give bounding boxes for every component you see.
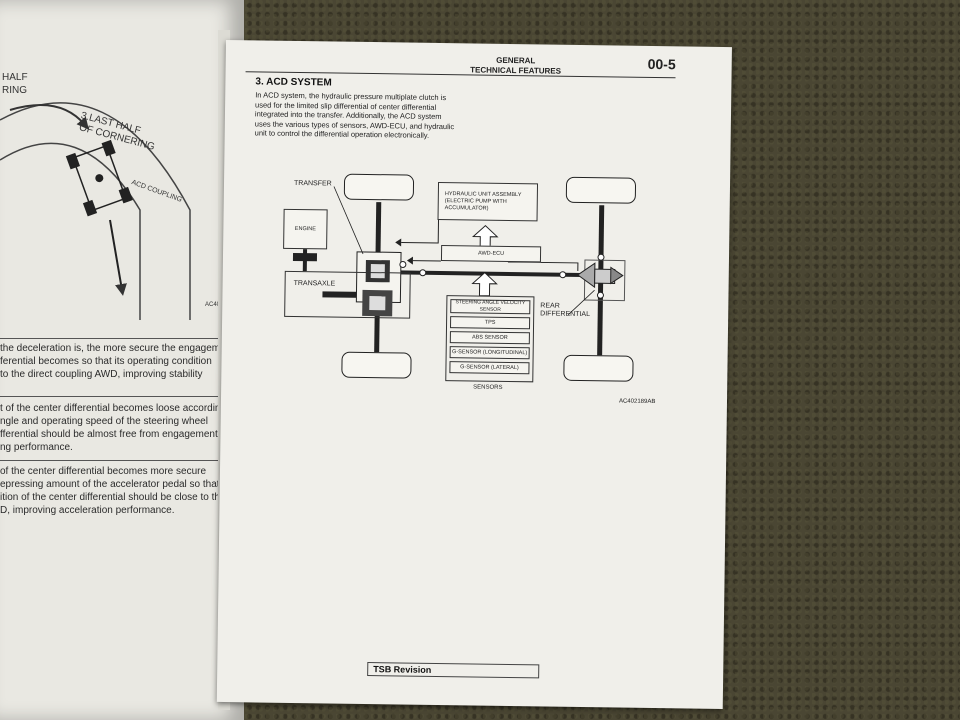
transfer-label: TRANSFER [293,179,332,188]
left-line: epressing amount of the accelerator peda… [0,479,220,490]
left-line: D, improving acceleration performance. [0,505,175,516]
left-label-1: HALF [2,72,28,83]
rear-left-wheel [565,176,637,204]
sensor-g-longitudinal: G-SENSOR (LONGITUDINAL) [449,346,530,360]
sensor-steering-angle: STEERING ANGLE VELOCITY SENSOR [450,299,531,315]
right-page: GENERAL TECHNICAL FEATURES 00-5 3. ACD S… [216,40,732,710]
left-line: to the direct coupling AWD, improving st… [0,369,203,380]
left-line: t of the center differential becomes loo… [0,403,227,414]
sensor-g-lateral: G-SENSOR (LATERAL) [449,361,530,375]
sensor-abs: ABS SENSOR [449,331,530,345]
left-label-2: RING [2,85,27,96]
sensors-label: SENSORS [473,384,503,391]
hydraulic-unit-box: HYDRAULIC UNIT ASSEMBLY (ELECTRIC PUMP W… [437,181,539,222]
left-line: fferential should be almost free from en… [0,429,218,440]
engine-box: ENGINE [283,208,328,250]
left-paragraph-2: t of the center differential becomes loo… [0,402,236,454]
left-figure-code: AC402... [205,302,229,308]
left-paragraph-1: the deceleration is, the more secure the… [0,342,236,381]
figure-code: AC402189AB [618,398,656,406]
front-left-wheel [343,173,415,201]
left-line: the deceleration is, the more secure the… [0,343,235,354]
left-line: ngle and operating speed of the steering… [0,416,208,427]
front-right-wheel [341,351,412,379]
tsb-revision-box: TSB Revision [367,662,540,679]
transaxle-box: TRANSAXLE [284,270,411,319]
left-line: ition of the center differential should … [0,492,226,503]
rear-right-wheel [563,354,634,382]
left-line: ferential becomes so that its operating … [0,356,212,367]
left-page: HALF RING 3.LAST HALF OF CORNERING ACD C… [0,0,244,720]
awd-ecu-box: AWD-ECU [440,245,542,263]
rear-differential-label: REAR DIFFERENTIAL [540,302,591,319]
acd-system-diagram [292,186,626,356]
sensor-tps: TPS [449,316,531,330]
left-line: ng performance. [0,442,73,453]
left-paragraph-3: of the center differential becomes more … [0,465,236,517]
left-line: of the center differential becomes more … [0,466,207,477]
cornering-diagram [0,102,191,320]
